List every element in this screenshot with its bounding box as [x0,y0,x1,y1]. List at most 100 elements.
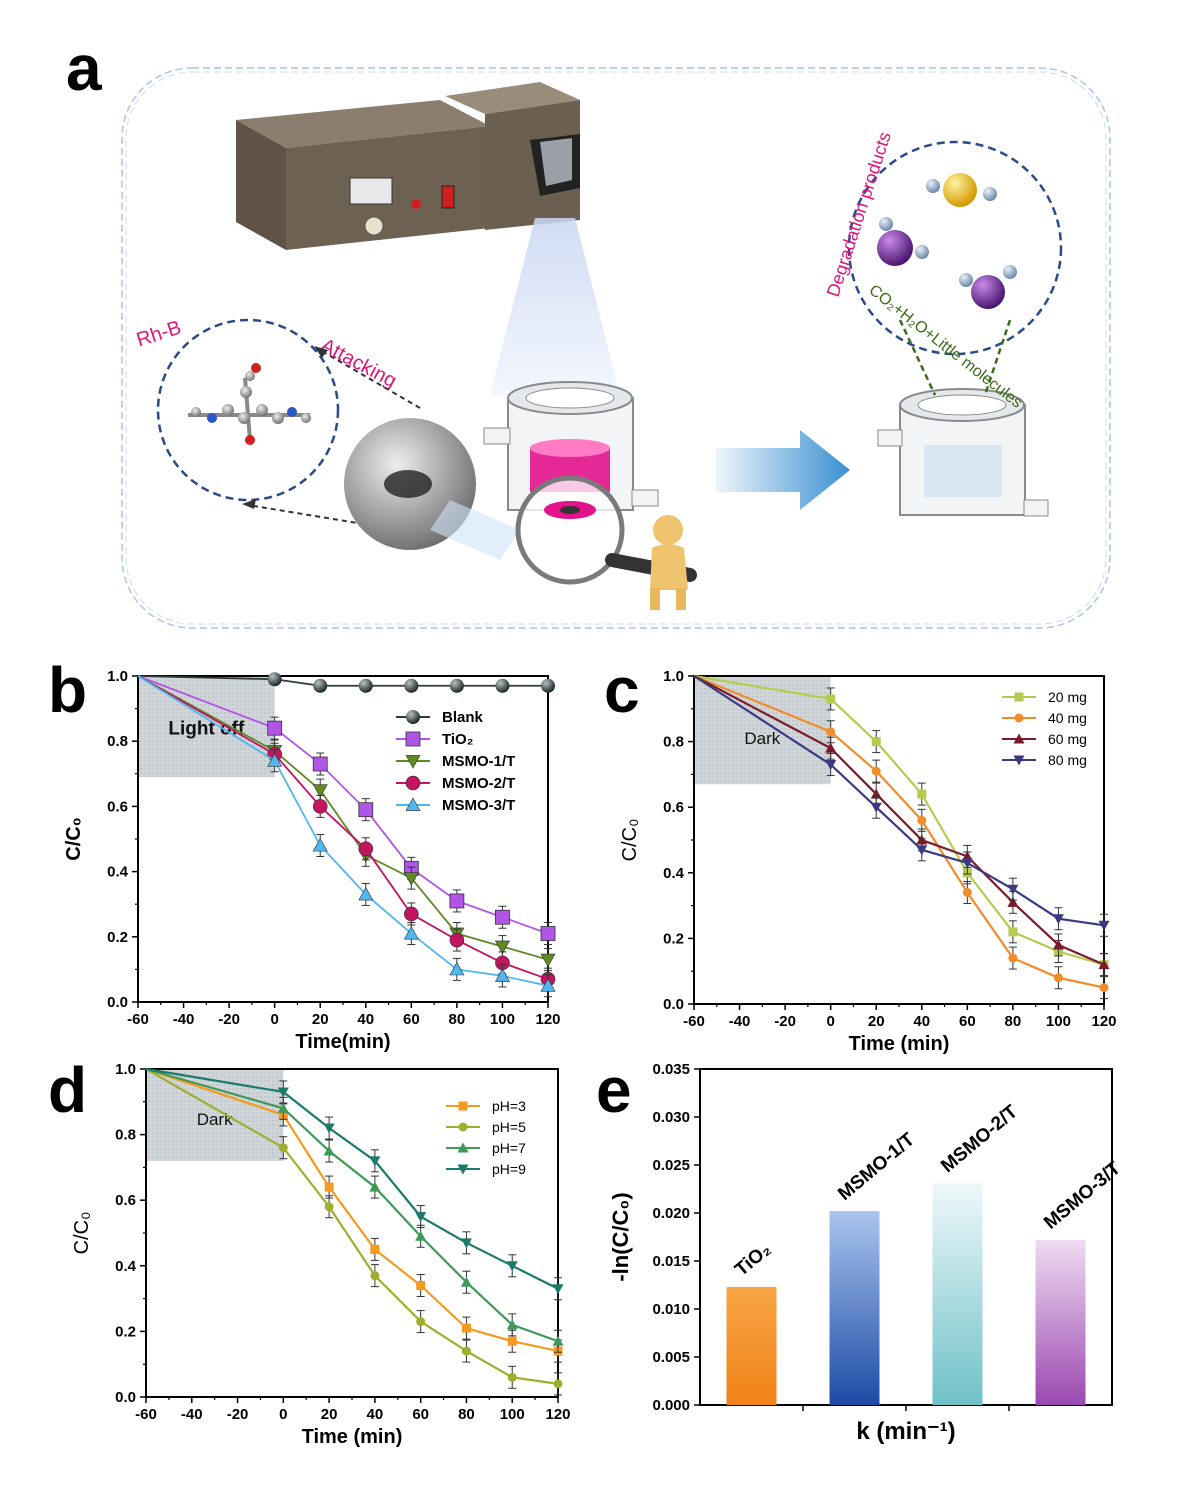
legend-marker [406,710,420,724]
y-tick-label: 0.4 [107,864,129,881]
series-line [145,1067,559,1343]
x-tick-label: 0 [279,1406,287,1423]
data-point [416,1317,426,1327]
data-point [825,742,837,753]
data-point [506,1261,518,1272]
data-point [416,1280,426,1290]
x-tick-label: -20 [227,1406,249,1423]
legend-label: Blank [442,709,484,726]
series-line [137,675,549,935]
legend-label: 40 mg [1048,710,1087,726]
data-point [415,1230,427,1241]
x-tick-label: 20 [868,1013,885,1030]
shade-region [138,676,275,778]
data-point [323,1123,335,1134]
y-axis-label: C/C₀ [71,1212,93,1255]
scheme-frame [121,67,1111,629]
bar-label: TiO₂ [731,1239,775,1281]
data-point [460,1238,472,1249]
reactor-icon [483,381,659,511]
legend-marker [458,1101,468,1111]
data-point [312,837,328,852]
legend-label: MSMO-1/T [442,753,515,770]
data-point [871,737,881,747]
data-point [449,678,464,693]
y-tick-label: 0.015 [652,1253,690,1270]
data-point [324,1202,334,1212]
data-point [404,906,419,922]
series-line [145,1067,559,1353]
data-point [358,886,374,901]
y-tick-label: 0.8 [107,733,128,750]
data-point [369,1181,381,1192]
x-tick-label: 20 [312,1011,329,1028]
y-tick-label: 0.2 [115,1323,136,1340]
panel-label-a: a [66,32,102,104]
legend-marker [405,731,421,747]
data-point [358,678,373,693]
y-tick-label: 1.0 [663,668,684,685]
x-tick-label: 0 [270,1011,278,1028]
legend-marker [405,797,421,811]
data-point [370,1244,380,1254]
x-tick-label: 40 [913,1013,930,1030]
data-point [278,1143,288,1153]
y-tick-label: 0.0 [663,996,684,1013]
data-point [826,694,836,704]
data-point [826,727,836,737]
y-tick-label: 0.8 [663,734,684,751]
data-point [312,756,328,772]
panel-label-b: b [48,654,87,726]
bar-label: MSMO-2/T [937,1101,1022,1177]
data-point [358,841,374,857]
y-tick-label: 0.030 [652,1109,690,1126]
legend-label: pH=7 [492,1140,526,1156]
legend-label: pH=5 [492,1119,526,1135]
x-tick-label: 40 [357,1011,374,1028]
y-tick-label: 1.0 [115,1061,136,1078]
data-point [323,1145,335,1156]
data-point [403,872,419,886]
x-tick-label: 100 [1046,1013,1071,1030]
bar [829,1211,880,1405]
x-tick-label: 100 [500,1406,525,1423]
y-tick-label: 0.010 [652,1301,690,1318]
x-axis-label: k (min⁻¹) [856,1418,955,1445]
x-axis-label: Time (min) [302,1426,403,1448]
y-tick-label: 0.2 [107,929,128,946]
data-point [540,926,556,941]
x-tick-label: 60 [412,1406,429,1423]
data-point [1008,953,1018,963]
y-tick-label: 0.6 [663,799,684,816]
data-point [917,789,927,799]
data-point [461,1346,471,1356]
legend-marker [1014,713,1024,723]
data-point [961,858,973,869]
data-point [962,887,972,897]
person-icon [650,515,688,610]
data-point [495,909,510,925]
bar [1035,1239,1086,1405]
legend-label: 80 mg [1048,752,1087,768]
data-point [1052,914,1064,925]
data-point [449,961,465,976]
data-point [552,1335,564,1346]
data-point [916,845,928,856]
x-tick-label: 120 [1091,1013,1116,1030]
data-point [461,1323,471,1333]
x-tick-label: -20 [218,1011,240,1028]
bar-label: MSMO-1/T [834,1129,919,1205]
data-point [404,678,419,693]
rhb-circle [156,318,340,502]
data-point [553,1379,563,1389]
x-tick-label: 60 [403,1011,420,1028]
x-tick-label: 80 [458,1406,475,1423]
data-point [267,720,283,736]
data-point [552,1284,564,1295]
data-point [370,1271,380,1281]
x-axis-label: Time(min) [295,1031,390,1053]
shade-label: Dark [744,729,780,748]
x-tick-label: 120 [545,1406,570,1423]
legend-marker [405,775,421,791]
